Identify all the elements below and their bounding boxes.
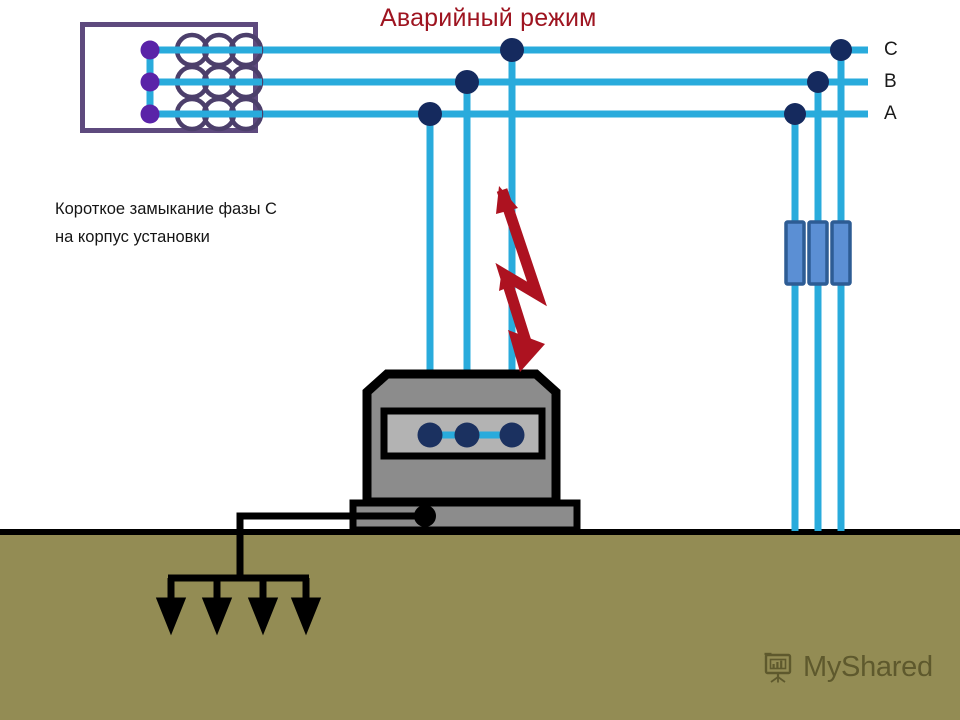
bus-node-B-right (807, 71, 829, 93)
watermark-text: MyShared (803, 650, 933, 683)
terminal-node-A (417, 422, 443, 448)
ground-arrow-4 (290, 597, 322, 636)
insulation-resistors-group (784, 220, 852, 286)
bus-node-B (455, 70, 479, 94)
annotation-line-1: Короткое замыкание фазы С (55, 200, 277, 218)
insulation-resistance-A (784, 220, 806, 286)
protective-earth-conductor (236, 512, 425, 578)
soil-region (0, 534, 960, 720)
transformer-star-nodes (140, 40, 160, 124)
terminal-node-C (499, 422, 525, 448)
short-circuit-fault-arrow (495, 188, 547, 350)
insulation-resistance-C (830, 220, 852, 286)
phase-label-a: A (884, 103, 897, 124)
ground-arrow-2 (201, 597, 233, 636)
presentation-chart-icon (764, 652, 792, 683)
terminal-node-B (454, 422, 480, 448)
phase-label-c: C (884, 39, 898, 60)
bus-nodes-group (418, 38, 852, 126)
bus-node-A (418, 102, 442, 126)
insulation-resistance-B (807, 220, 829, 286)
bus-node-C-right (830, 39, 852, 61)
watermark: MyShared (762, 650, 933, 684)
page-title: Аварийный режим (380, 4, 597, 32)
fault-arrow-mid-notch (499, 268, 524, 291)
coil-wire-overlay (150, 46, 262, 118)
housing-ground-node (414, 505, 436, 527)
phase-label-b: B (884, 71, 897, 92)
bus-node-A-right (784, 103, 806, 125)
terminal-nodes-group (417, 422, 525, 448)
bus-node-C (500, 38, 524, 62)
fault-arrow-tail-notch (496, 186, 518, 214)
grounding-electrode (155, 578, 322, 636)
ground-arrow-3 (247, 597, 279, 636)
annotation-line-2: на корпус установки (55, 228, 210, 246)
ground-arrow-1 (155, 597, 187, 636)
fault-arrow-head (508, 330, 545, 372)
